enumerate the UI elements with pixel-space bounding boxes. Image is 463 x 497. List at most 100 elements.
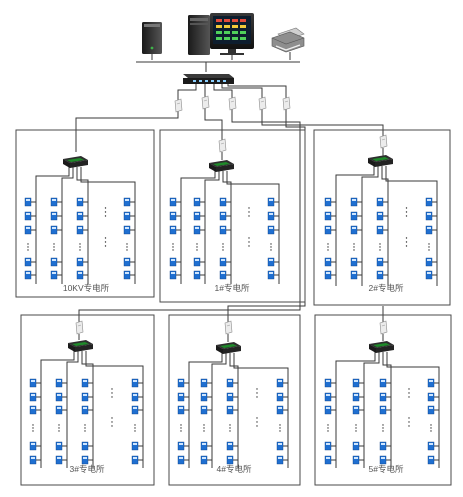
- ellipsis-dot: [84, 424, 86, 426]
- ellipsis-dot: [279, 427, 281, 429]
- ellipsis-dot: [248, 215, 250, 217]
- serial-hub-icon: [209, 160, 234, 172]
- power-meter-icon: [29, 455, 37, 465]
- media-converter-icon: [282, 96, 291, 111]
- power-meter-icon: [427, 441, 435, 451]
- media-converter-icon: [379, 134, 388, 149]
- power-meter-icon: [425, 257, 433, 267]
- power-meter-icon: [376, 225, 384, 235]
- ellipsis-dot: [405, 207, 408, 209]
- ellipsis-dot: [58, 430, 60, 432]
- ellipsis-dot: [355, 424, 357, 426]
- power-meter-icon: [427, 392, 435, 402]
- power-meter-icon: [24, 197, 32, 207]
- substation-frame: [15, 129, 155, 298]
- power-meter-icon: [226, 405, 234, 415]
- ellipsis-dot: [32, 430, 34, 432]
- media-converter-icon: [379, 320, 388, 335]
- power-meter-icon: [379, 392, 387, 402]
- power-meter-icon: [376, 270, 384, 280]
- power-meter-icon: [131, 378, 139, 388]
- power-meter-icon: [324, 405, 332, 415]
- ellipsis-dot: [79, 246, 81, 248]
- ellipsis-dot: [196, 249, 198, 251]
- ellipsis-dot: [256, 396, 258, 398]
- power-meter-icon: [425, 270, 433, 280]
- power-meter-icon: [131, 392, 139, 402]
- ellipsis-dot: [379, 249, 381, 251]
- power-meter-icon: [324, 392, 332, 402]
- power-meter-icon: [219, 225, 227, 235]
- substation-label: 10KV专电所: [63, 283, 110, 293]
- power-meter-icon: [200, 441, 208, 451]
- ellipsis-dot: [111, 417, 113, 419]
- network-cable: [75, 110, 179, 152]
- power-meter-icon: [352, 405, 360, 415]
- media-converter-icon: [258, 96, 267, 111]
- power-meter-icon: [352, 455, 360, 465]
- ellipsis-dot: [248, 241, 250, 243]
- ellipsis-dot: [126, 243, 128, 245]
- media-converter-icon: [228, 96, 237, 111]
- power-meter-icon: [425, 197, 433, 207]
- network-switch-icon: [183, 74, 234, 84]
- power-meter-icon: [379, 405, 387, 415]
- ellipsis-dot: [229, 427, 231, 429]
- ellipsis-dot: [180, 424, 182, 426]
- power-meter-icon: [276, 441, 284, 451]
- ellipsis-dot: [256, 417, 258, 419]
- power-meter-icon: [123, 225, 131, 235]
- network-cable: [66, 351, 79, 468]
- ellipsis-dot: [134, 424, 136, 426]
- ellipsis-dot: [408, 396, 410, 398]
- power-meter-icon: [169, 211, 177, 221]
- ellipsis-dot: [355, 427, 357, 429]
- ellipsis-dot: [58, 427, 60, 429]
- ellipsis-dot: [279, 430, 281, 432]
- network-cable: [221, 84, 263, 98]
- serial-hub-icon: [63, 156, 88, 168]
- ellipsis-dot: [248, 207, 250, 209]
- network-cable: [188, 353, 223, 468]
- power-meter-icon: [50, 270, 58, 280]
- network-cable: [227, 84, 287, 98]
- ellipsis-dot: [408, 421, 410, 423]
- power-meter-icon: [324, 270, 332, 280]
- network-cable: [385, 166, 438, 286]
- ellipsis-dot: [382, 430, 384, 432]
- ellipsis-dot: [229, 430, 231, 432]
- power-meter-icon: [29, 441, 37, 451]
- power-meter-icon: [123, 270, 131, 280]
- power-meter-icon: [376, 211, 384, 221]
- network-cable: [226, 171, 280, 284]
- power-meter-icon: [169, 257, 177, 267]
- substation-label: 4#专电所: [217, 464, 252, 474]
- power-meter-icon: [324, 441, 332, 451]
- power-meter-icon: [29, 392, 37, 402]
- power-meter-icon: [123, 197, 131, 207]
- ellipsis-dot: [126, 249, 128, 251]
- ellipsis-dot: [270, 246, 272, 248]
- ellipsis-dot: [353, 243, 355, 245]
- ellipsis-dot: [126, 246, 128, 248]
- power-meter-icon: [276, 455, 284, 465]
- ellipsis-dot: [111, 425, 113, 427]
- network-cable: [76, 167, 89, 284]
- ellipsis-dot: [134, 427, 136, 429]
- power-meter-icon: [200, 455, 208, 465]
- monitoring-workstation-icon: [188, 13, 254, 55]
- ellipsis-dot: [58, 424, 60, 426]
- power-meter-icon: [352, 392, 360, 402]
- ellipsis-dot: [104, 211, 107, 213]
- power-meter-icon: [200, 392, 208, 402]
- ellipsis-dot: [27, 246, 29, 248]
- ellipsis-dot: [172, 249, 174, 251]
- power-meter-icon: [219, 197, 227, 207]
- ellipsis-dot: [134, 430, 136, 432]
- ellipsis-dot: [353, 249, 355, 251]
- power-meter-icon: [76, 225, 84, 235]
- network-cable: [177, 84, 197, 100]
- power-meter-icon: [24, 211, 32, 221]
- power-meter-icon: [55, 405, 63, 415]
- ellipsis-dot: [256, 425, 258, 427]
